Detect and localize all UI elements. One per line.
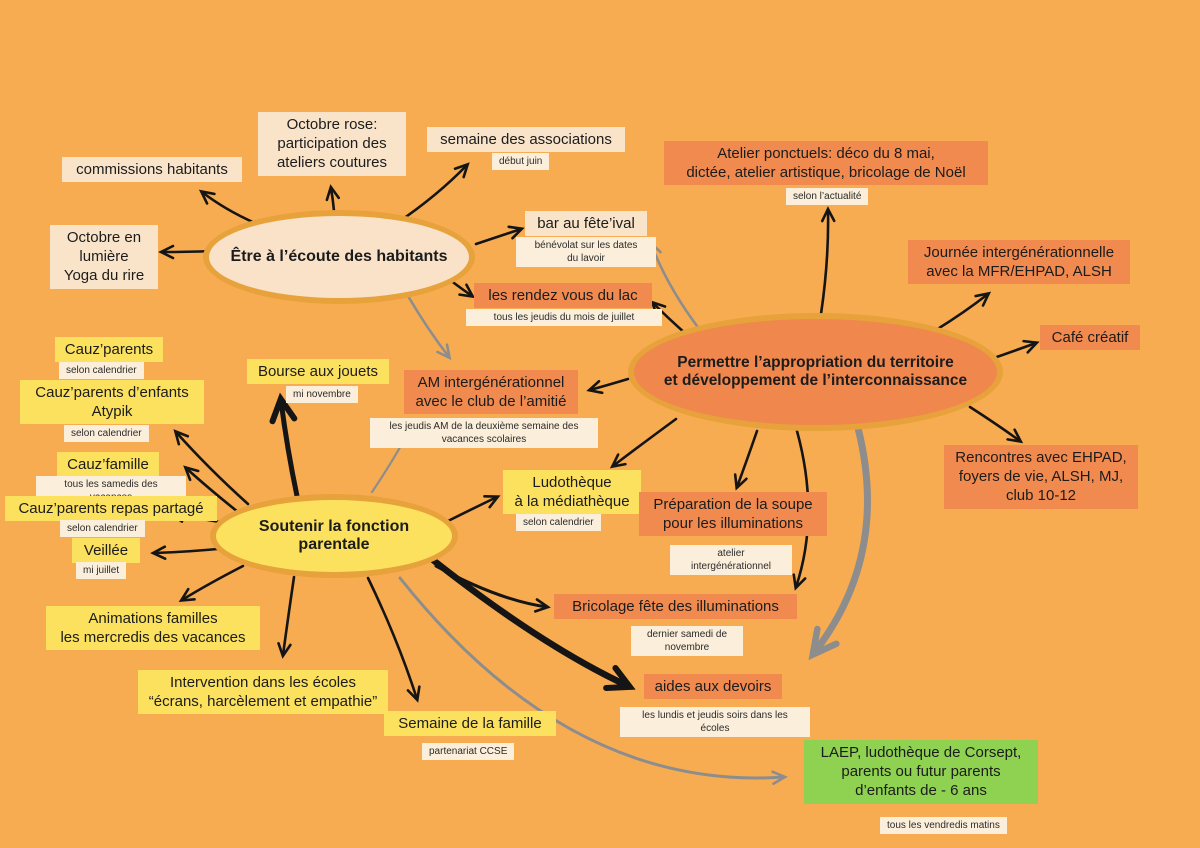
node-veillee-sub[interactable]: mi juillet — [76, 562, 127, 579]
node-cauz-parents-sub[interactable]: selon calendrier — [59, 362, 144, 379]
arrow-listen-semaine-assoc — [395, 162, 470, 225]
node-preparation-soupe-sub[interactable]: atelier intergénérationnel — [670, 545, 792, 575]
node-bricolage-illuminations[interactable]: Bricolage fête des illuminations — [554, 594, 797, 620]
node-laep-ludotheque-corsept-sub[interactable]: tous les vendredis matins — [880, 817, 1007, 834]
node-semaine-de-la-famille-sub[interactable]: partenariat CCSE — [422, 743, 515, 760]
arrow-territory-rencontres — [968, 405, 1024, 444]
node-bar-feteival-sub[interactable]: bénévolat sur les dates du lavoir — [516, 237, 656, 267]
node-cauz-parents-atypik-sub[interactable]: selon calendrier — [64, 425, 149, 442]
node-atelier-ponctuels[interactable]: Atelier ponctuels: déco du 8 mai, dictée… — [664, 141, 988, 186]
arrow-gray-territory-aides — [814, 424, 871, 653]
center-etre-a-lecoute[interactable]: Être à l’écoute des habitants — [203, 210, 475, 304]
node-rendez-vous-du-lac-sub[interactable]: tous les jeudis du mois de juillet — [466, 309, 662, 326]
node-rendez-vous-du-lac[interactable]: les rendez vous du lac — [474, 283, 652, 309]
node-octobre-en-lumiere[interactable]: Octobre en lumière Yoga du rire — [50, 225, 158, 289]
arrow-parental-bourse — [269, 392, 300, 499]
node-rencontres-ehpad[interactable]: Rencontres avec EHPAD, foyers de vie, AL… — [944, 445, 1138, 509]
center-appropriation-territoire-label: Permettre l’appropriation du territoire … — [663, 354, 968, 389]
node-cauz-parents-atypik[interactable]: Cauz’parents d’enfants Atypik — [20, 380, 204, 425]
node-bricolage-illuminations-sub[interactable]: dernier samedi de novembre — [631, 626, 743, 656]
arrow-gray-listen-am — [406, 294, 452, 361]
node-bourse-aux-jouets-sub[interactable]: mi novembre — [286, 386, 358, 403]
arrow-territory-soupe — [733, 429, 759, 491]
node-octobre-rose[interactable]: Octobre rose: participation des ateliers… — [258, 112, 406, 176]
node-intervention-ecoles[interactable]: Intervention dans les écoles “écrans, ha… — [138, 670, 388, 715]
node-journee-intergenerationnelle[interactable]: Journée intergénérationnelle avec la MFR… — [908, 240, 1130, 285]
arrow-parental-atypik — [173, 429, 250, 506]
node-ludotheque-mediatheque-sub[interactable]: selon calendrier — [516, 514, 601, 531]
node-animations-familles[interactable]: Animations familles les mercredis des va… — [46, 606, 260, 651]
node-atelier-ponctuels-sub[interactable]: selon l’actualité — [786, 188, 869, 205]
node-am-intergenerationnel[interactable]: AM intergénérationnel avec le club de l’… — [404, 370, 578, 415]
arrow-parental-bricolage — [434, 564, 551, 613]
node-bourse-aux-jouets[interactable]: Bourse aux jouets — [247, 359, 389, 385]
node-bar-feteival[interactable]: bar au fête’ival — [525, 211, 647, 237]
node-semaine-de-la-famille[interactable]: Semaine de la famille — [384, 711, 556, 737]
center-appropriation-territoire[interactable]: Permettre l’appropriation du territoire … — [628, 313, 1003, 431]
node-cauz-parents-repas[interactable]: Cauz’parents repas partagé — [5, 496, 217, 522]
node-aides-aux-devoirs[interactable]: aides aux devoirs — [644, 674, 782, 700]
center-fonction-parentale-label: Soutenir la fonction parentale — [258, 518, 410, 553]
arrow-parental-aides — [424, 552, 636, 691]
node-cauz-famille[interactable]: Cauz’famille — [57, 452, 159, 478]
center-fonction-parentale[interactable]: Soutenir la fonction parentale — [210, 494, 458, 578]
node-am-intergenerationnel-sub[interactable]: les jeudis AM de la deuxième semaine des… — [370, 418, 598, 448]
center-etre-a-lecoute-label: Être à l’écoute des habitants — [230, 248, 448, 265]
node-preparation-soupe[interactable]: Préparation de la soupe pour les illumin… — [639, 492, 827, 537]
node-laep-ludotheque-corsept[interactable]: LAEP, ludothèque de Corsept, parents ou … — [804, 740, 1038, 804]
arrow-territory-am — [586, 377, 630, 395]
arrow-listen-octobre-rose — [325, 184, 341, 213]
node-cauz-parents-repas-sub[interactable]: selon calendrier — [60, 520, 145, 537]
arrow-territory-atelier — [819, 206, 836, 316]
node-semaine-associations[interactable]: semaine des associations — [427, 127, 625, 153]
node-aides-aux-devoirs-sub[interactable]: les lundis et jeudis soirs dans les écol… — [620, 707, 810, 737]
node-commissions-habitants[interactable]: commissions habitants — [62, 157, 242, 183]
arrow-parental-ludotheque — [446, 495, 501, 523]
node-cafe-creatif[interactable]: Café créatif — [1040, 325, 1140, 351]
arrow-parental-animations — [178, 564, 245, 603]
node-semaine-associations-sub[interactable]: début juin — [492, 153, 550, 170]
node-veillee[interactable]: Veillée — [72, 538, 140, 564]
node-ludotheque-mediatheque[interactable]: Ludothèque à la médiathèque — [503, 470, 641, 515]
node-cauz-parents[interactable]: Cauz’parents — [55, 337, 163, 363]
arrow-territory-journee — [934, 291, 992, 332]
arrow-territory-ludotheque — [609, 417, 678, 469]
arrow-parental-intervention — [277, 575, 296, 659]
arrow-listen-bar — [474, 225, 525, 246]
